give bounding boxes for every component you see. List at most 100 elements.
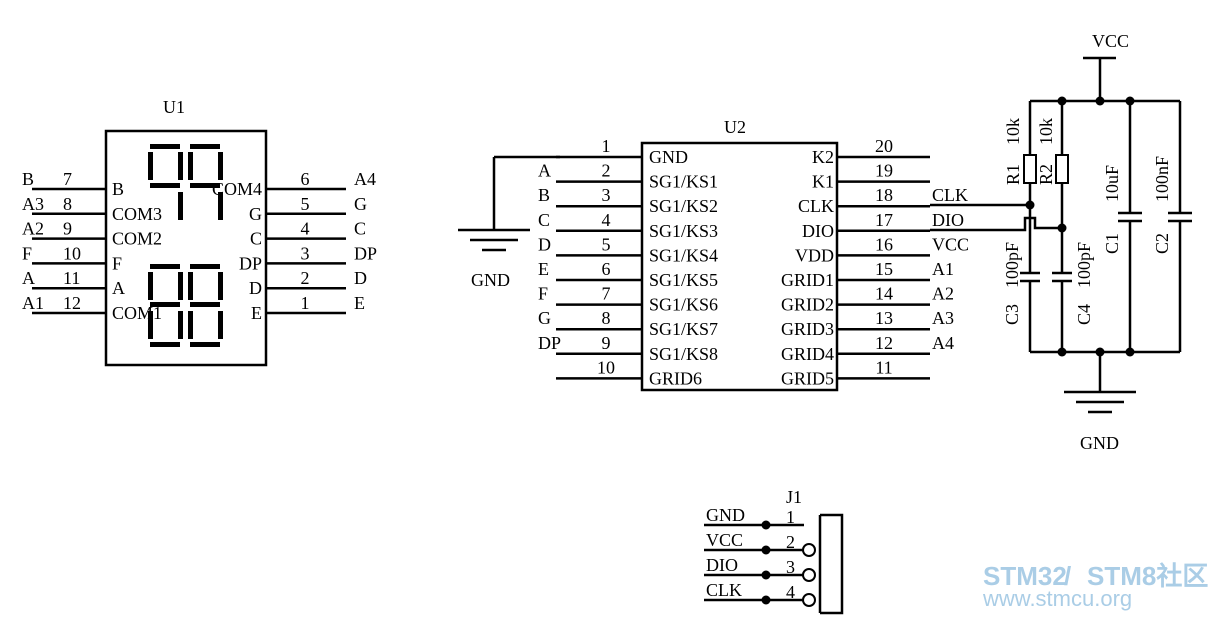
u2-pin-number: 20 xyxy=(875,136,893,156)
u1-pin-number: 1 xyxy=(301,293,310,313)
r1-value: 10k xyxy=(1003,118,1023,145)
u2-pin-label: GRID6 xyxy=(649,368,702,388)
u1-pin-number: 6 xyxy=(301,169,310,189)
u1-pin-label: COM3 xyxy=(112,204,162,224)
u2-pin-net: D xyxy=(538,234,551,254)
u2-pin-number: 9 xyxy=(602,333,611,353)
u1-pin-label: DP xyxy=(239,253,262,273)
u1-upper-digits xyxy=(148,144,223,220)
gnd-label: GND xyxy=(1080,433,1119,453)
u1-pin-2: D2D xyxy=(249,268,367,298)
j1-pin-net: VCC xyxy=(706,530,743,550)
u1-pin-number: 2 xyxy=(301,268,310,288)
u2-pin-label: K2 xyxy=(812,147,834,167)
u1-pin-number: 12 xyxy=(63,293,81,313)
dio-wire xyxy=(930,216,1062,232)
u2-pin-number: 8 xyxy=(602,308,611,328)
u2-pin-net: C xyxy=(538,210,550,230)
u2-pin-number: 7 xyxy=(602,284,611,304)
u1-pin-net: E xyxy=(354,293,365,313)
u2-pin-number: 6 xyxy=(602,259,611,279)
u2-pin-label: GRID1 xyxy=(781,270,834,290)
u2-pin-label: CLK xyxy=(798,196,834,216)
u2-pin-net: A4 xyxy=(932,333,954,353)
u2-pin-number: 14 xyxy=(875,284,893,304)
u1-pin-net: A xyxy=(22,268,35,288)
u2-pin-number: 12 xyxy=(875,333,893,353)
u1-pin-net: B xyxy=(22,169,34,189)
c1-ref: C1 xyxy=(1102,233,1122,254)
watermark-slash: / xyxy=(1064,561,1071,591)
u2-pin-net: E xyxy=(538,259,549,279)
u1-pin-1: E1E xyxy=(251,293,365,323)
u2-pin-net: DIO xyxy=(932,210,964,230)
u1-ref: U1 xyxy=(163,97,185,117)
u2-pin-net: A xyxy=(538,161,551,181)
u2-pin-number: 3 xyxy=(602,185,611,205)
u2-body xyxy=(640,141,839,392)
u1-pin-number: 3 xyxy=(301,243,310,263)
u1-pin-label: B xyxy=(112,179,124,199)
u2-pin-number: 16 xyxy=(875,234,893,254)
u1-pin-number: 9 xyxy=(63,219,72,239)
u2-pin-label: GRID5 xyxy=(781,368,834,388)
power-section: VCC R1 10k R2 10k xyxy=(930,31,1192,453)
c4-ref: C4 xyxy=(1074,304,1094,325)
u2-pin-label: SG1/KS3 xyxy=(649,221,718,241)
u2-pin-label: GRID2 xyxy=(781,295,834,315)
u2-pin-label: GND xyxy=(649,147,688,167)
u2-pin-label: VDD xyxy=(795,245,834,265)
u2-pin-label: GRID4 xyxy=(781,344,834,364)
u1-pin-label: F xyxy=(112,253,122,273)
r2-resistor: R2 10k xyxy=(1036,101,1069,228)
watermark-stm8: STM8社区 xyxy=(1087,561,1208,591)
u2-pin-number: 10 xyxy=(597,357,615,377)
u2-ref: U2 xyxy=(724,117,746,137)
u2-pin-label: SG1/KS5 xyxy=(649,270,718,290)
u1-pin-label: A xyxy=(112,278,125,298)
u1-pin-net: G xyxy=(354,194,367,214)
u2-pin-number: 1 xyxy=(602,136,611,156)
u1-pin-label: G xyxy=(249,204,262,224)
u2-pin-label: SG1/KS6 xyxy=(649,295,718,315)
watermark-url: www.stmcu.org xyxy=(982,586,1132,611)
u1-pin-net: A1 xyxy=(22,293,44,313)
u2-pin-net: A1 xyxy=(932,259,954,279)
j1-pin-number: 2 xyxy=(786,532,795,552)
j1-pin-2: VCC 2 xyxy=(704,530,816,557)
u1-pin-number: 7 xyxy=(63,169,72,189)
c4-capacitor: C4 100pF xyxy=(1052,228,1094,352)
u2-pin-net: A3 xyxy=(932,308,954,328)
u2-pin-number: 4 xyxy=(602,210,611,230)
c3-capacitor: C3 100pF xyxy=(1002,205,1040,352)
u1-display: U1 xyxy=(22,97,377,367)
j1-pin-net: DIO xyxy=(706,555,738,575)
u2-pin-label: SG1/KS2 xyxy=(649,196,718,216)
u2-pin-net: G xyxy=(538,308,551,328)
u2-pin-number: 13 xyxy=(875,308,893,328)
u1-pin-label: D xyxy=(249,278,262,298)
r1-resistor: R1 10k xyxy=(1003,101,1037,205)
c2-value: 100nF xyxy=(1152,156,1172,202)
u1-pin-number: 10 xyxy=(63,243,81,263)
